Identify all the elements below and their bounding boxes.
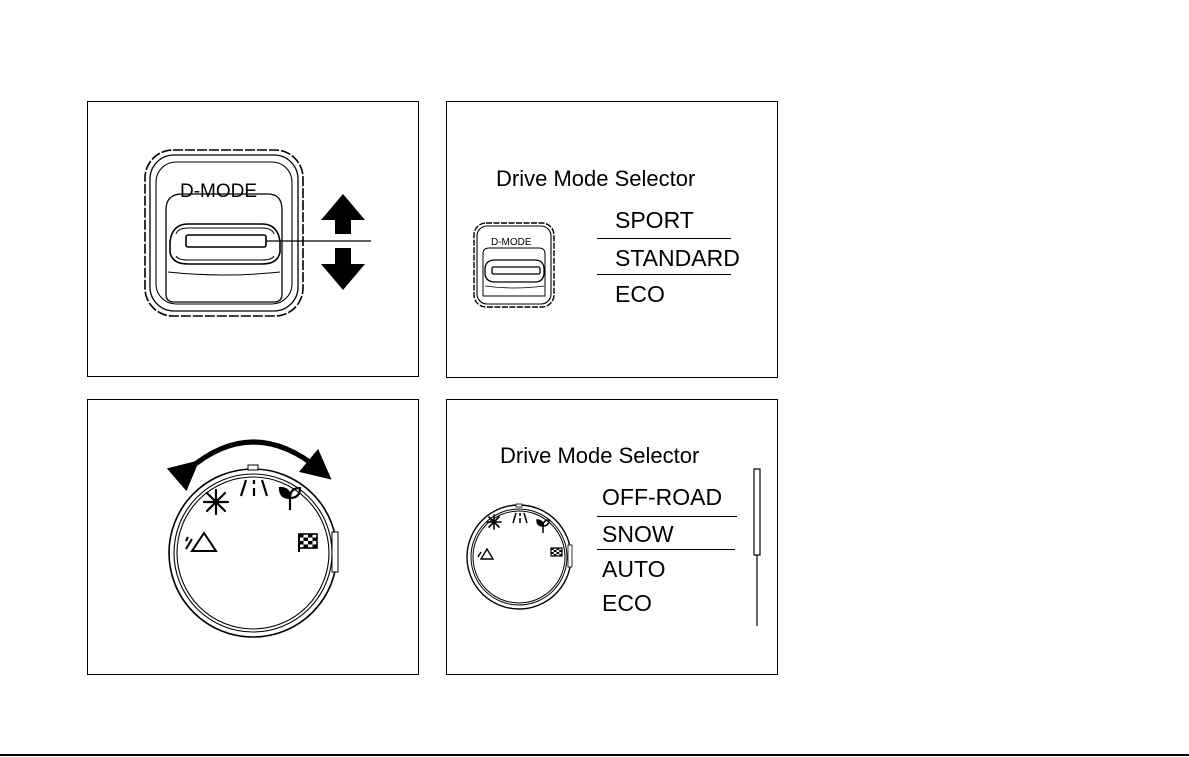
panel-dmode-switch: D-MODE [87, 101, 419, 377]
mode-off-road: OFF-ROAD [602, 486, 722, 509]
page-bottom-rule [0, 754, 1189, 756]
scrollbar[interactable] [754, 469, 760, 626]
checkered-flag-icon [299, 534, 317, 552]
panel-drive-mode-selector-dial: Drive Mode Selector [446, 399, 778, 675]
mode-standard: STANDARD [615, 247, 740, 270]
mode-separator [597, 516, 737, 517]
leaf-icon [537, 520, 549, 533]
arrow-up-icon [321, 194, 365, 234]
panel-drive-mode-selector-switch: Drive Mode Selector D-MODE SPORT STANDAR… [446, 101, 778, 378]
snowflake-icon [487, 515, 501, 529]
snowflake-icon [204, 490, 228, 514]
mode-eco: ECO [615, 283, 665, 306]
panel-rotary-dial [87, 399, 419, 675]
mode-separator [597, 549, 735, 550]
arrow-down-icon [321, 248, 365, 290]
checkered-flag-icon [551, 548, 562, 556]
mode-sport: SPORT [615, 209, 694, 232]
mode-separator [597, 274, 731, 275]
small-dmode-label: D-MODE [491, 238, 532, 248]
mode-eco: ECO [602, 592, 652, 615]
mode-auto: AUTO [602, 558, 665, 581]
mountain-icon [186, 533, 216, 551]
mountain-icon [478, 549, 493, 559]
rotary-dial-illustration [88, 400, 420, 676]
road-icon [241, 480, 267, 496]
scrollbar-thumb [754, 469, 760, 555]
dmode-switch-illustration [88, 102, 420, 378]
road-icon [513, 513, 527, 523]
dmode-label: D-MODE [180, 182, 257, 201]
mode-snow: SNOW [602, 523, 674, 546]
mode-separator [597, 238, 731, 239]
